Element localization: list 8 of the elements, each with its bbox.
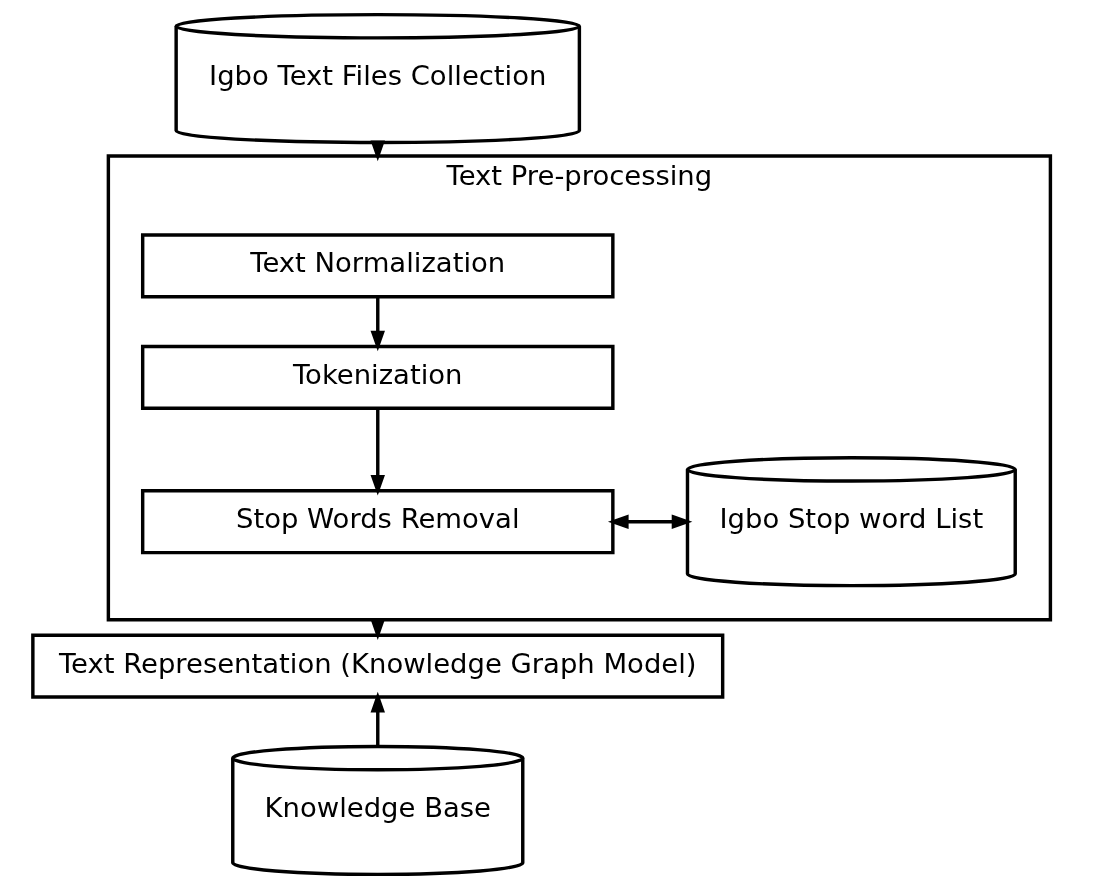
arrow	[370, 691, 385, 747]
node-box: Text Normalization	[140, 233, 615, 299]
node-box: Text Representation (Knowledge Graph Model)	[31, 633, 725, 699]
arrow	[370, 297, 385, 352]
node-box: Tokenization	[140, 344, 615, 410]
arrow	[607, 514, 693, 529]
arrow	[370, 408, 385, 496]
node-box: Stop Words Removal	[140, 489, 615, 555]
